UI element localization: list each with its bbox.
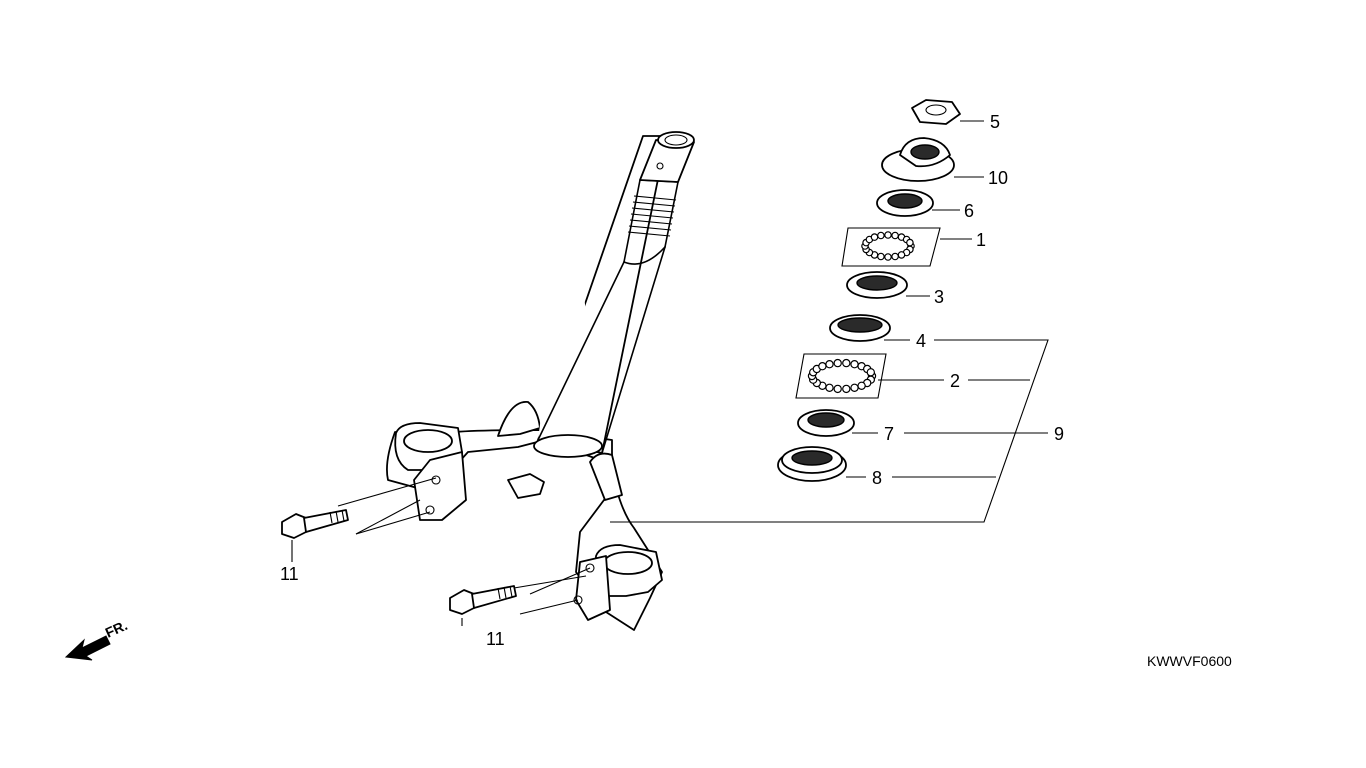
label-11-left: 11: [280, 564, 299, 584]
cone-race-bottom[interactable]: [797, 409, 855, 437]
steel-ball: [818, 362, 827, 371]
dust-seal[interactable]: [777, 446, 847, 482]
steel-balls-top[interactable]: [841, 227, 941, 267]
steel-ball: [884, 253, 892, 261]
cone-race-top[interactable]: [876, 189, 934, 217]
label-8: 8: [872, 468, 882, 488]
steering-stem[interactable]: [386, 131, 695, 631]
label-2: 2: [950, 371, 960, 391]
steel-ball: [825, 383, 834, 392]
label-3: 3: [934, 287, 944, 307]
part-labels: 5 10 6 1 3 4 2 7 9 8 11 11 KWWVF0600: [280, 112, 1232, 669]
diagram-code: KWWVF0600: [1147, 653, 1232, 669]
label-9: 9: [1054, 424, 1064, 444]
steel-ball: [850, 383, 859, 392]
label-4: 4: [916, 331, 926, 351]
steel-ball: [833, 358, 842, 368]
steel-ball: [891, 252, 899, 261]
steel-ball: [850, 360, 859, 369]
steel-balls-bottom[interactable]: [795, 353, 887, 399]
steel-ball: [906, 238, 914, 247]
steel-ball: [866, 368, 876, 377]
bolt-right[interactable]: [449, 585, 517, 615]
steel-ball: [877, 252, 885, 261]
steel-ball: [870, 233, 879, 241]
lock-nut[interactable]: [911, 99, 961, 125]
steel-ball: [857, 381, 866, 390]
label-6: 6: [964, 201, 974, 221]
steel-ball: [897, 251, 906, 259]
adjusting-nut[interactable]: [881, 137, 955, 182]
steel-ball: [877, 231, 885, 240]
front-direction-arrow: FR.: [64, 617, 130, 661]
steel-ball: [833, 384, 842, 394]
label-10: 10: [988, 168, 1008, 188]
steel-ball: [884, 231, 892, 239]
leader-lines: [291, 120, 1049, 626]
ball-race-upper[interactable]: [846, 271, 908, 299]
steel-ball: [825, 360, 834, 369]
bolt-left[interactable]: [281, 509, 349, 539]
label-7: 7: [884, 424, 894, 444]
front-label: FR.: [103, 617, 130, 641]
label-1: 1: [976, 230, 986, 250]
label-5: 5: [990, 112, 1000, 132]
ball-race-lower[interactable]: [829, 314, 891, 342]
label-11-right: 11: [486, 629, 505, 649]
steel-ball: [842, 358, 851, 368]
steel-ball: [891, 231, 899, 240]
steel-ball: [842, 384, 851, 394]
